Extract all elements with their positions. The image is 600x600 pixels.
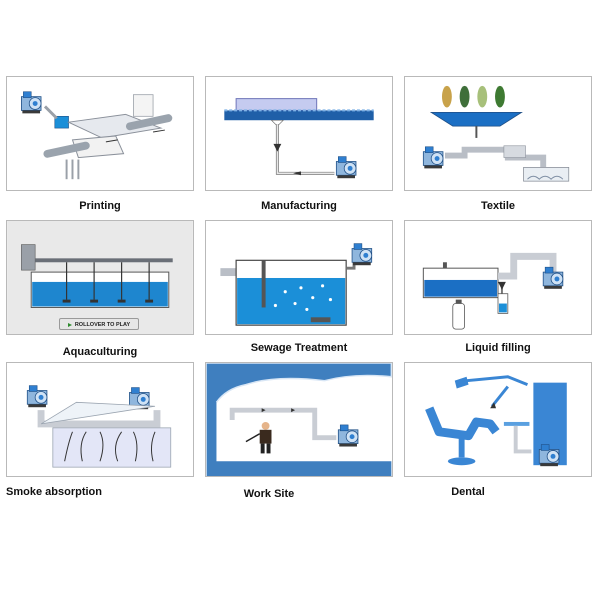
panel-label: Sewage Treatment [250,342,348,354]
bottle-icon [452,303,465,330]
dental-diagram [425,375,567,467]
sewage-illustration [205,220,393,335]
dental-illustration [404,362,592,477]
rollover-to-play-button[interactable]: ROLLOVER TO PLAY [59,318,139,330]
blower-icon [351,243,373,266]
textile-diagram [422,85,570,182]
vacuum-table-icon [224,110,374,121]
blower-icon [422,146,444,169]
manufacturing-diagram [224,98,374,179]
manufacturing-illustration [205,76,393,191]
panel-label: Liquid filling [465,342,531,354]
pipe-icon [275,124,335,175]
panel-label: Printing [79,200,121,212]
pipe-icon [37,410,161,428]
aquaculturing-illustration: ROLLOVER TO PLAY [6,220,194,335]
bottle-icon [497,293,509,314]
yarn-spool-icon [441,85,452,108]
work-site-diagram [206,363,392,476]
pipe-icon [498,252,557,280]
smoke-plume-icon [40,401,156,425]
roller-icon [125,114,173,131]
worker-icon [261,421,270,430]
panel-label: Smoke absorption [6,486,102,498]
play-icon [67,322,72,327]
yarn-spool-icon [477,85,488,108]
panel-label: Aquaculturing [62,346,138,358]
cave-rock-icon [206,363,392,476]
panel-label: Dental [451,486,485,498]
collection-bin-icon [523,167,570,182]
hopper-icon [429,111,523,127]
smoke-absorption-illustration [6,362,194,477]
panel-label: Textile [480,200,516,212]
rollover-to-play-label: ROLLOVER TO PLAY [74,322,131,328]
textile-illustration [404,76,592,191]
air-pipe-icon [35,258,173,263]
pipe-icon [229,407,337,441]
blower-icon [21,244,36,271]
liquid-filling-illustration [404,220,592,335]
blower-icon [337,424,359,448]
blower-icon [335,156,357,179]
paper-sheet-icon [66,113,163,139]
dental-chair-icon [425,406,500,441]
suction-pipe-icon [513,425,532,454]
roller-icon [43,141,90,158]
panel-label: Work Site [243,488,295,500]
yarn-spool-icon [459,85,470,108]
dental-lamp-icon [454,376,469,389]
sewage-diagram [220,243,373,326]
workpiece-icon [235,98,318,111]
yarn-spool-icon [495,85,505,108]
work-site-illustration [205,362,393,477]
panel-label: Manufacturing [261,200,337,212]
printing-illustration [6,76,194,191]
blower-icon [20,91,42,114]
smoke-absorption-diagram [26,385,172,468]
aquaculturing-diagram [7,221,193,334]
printing-diagram [20,91,173,180]
liquid-filling-diagram [422,252,564,330]
blower-icon [26,385,48,408]
blower-icon [542,266,564,290]
